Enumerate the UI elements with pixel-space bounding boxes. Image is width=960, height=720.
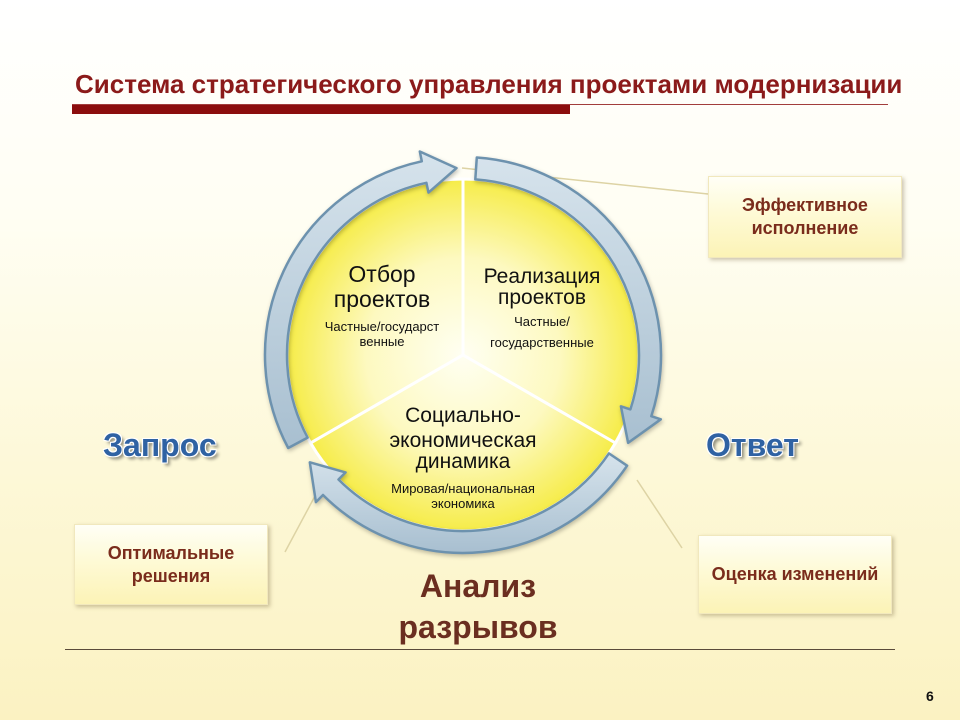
sector-selection-title-line: проектов: [334, 286, 430, 312]
title-underline: [72, 104, 888, 105]
sector-dynamics-text: Социально- экономическая динамика Мирова…: [389, 404, 536, 511]
cycle-arrow-right: [474, 156, 663, 445]
sector-implementation-title-line: Реализация: [484, 265, 601, 288]
sector-selection-title-line: Отбор: [348, 261, 415, 287]
gap-analysis-line: разрывов: [398, 609, 558, 645]
page-number: 6: [926, 688, 934, 704]
change-assessment-box: Оценка изменений: [698, 535, 892, 614]
sector-dynamics-title-line: экономическая: [389, 429, 536, 452]
optimal-solutions-line: решения: [131, 565, 211, 586]
sector-dynamics-title-line: динамика: [416, 450, 511, 473]
sector-implementation-note-line: государственные: [490, 335, 594, 350]
cycle-arrow-bottom: [308, 452, 629, 555]
cycle-arrows: [263, 150, 663, 555]
sector-selection-text: Отбор проектов Частные/государст венные: [325, 261, 440, 349]
sector-implementation-note-line: Частные/: [514, 314, 570, 329]
sector-selection-note-line: венные: [360, 334, 405, 349]
gap-analysis-line: Анализ: [419, 568, 537, 604]
sector-implementation-title-line: проектов: [498, 286, 586, 309]
sector-dynamics-note-line: Мировая/национальная: [391, 481, 535, 496]
optimal-solutions-box: Оптимальные решения: [74, 524, 268, 605]
sector-implementation-text: Реализация проектов Частные/ государстве…: [484, 265, 601, 350]
response-label: Ответ: [706, 427, 799, 463]
sector-dynamics-note-line: экономика: [431, 496, 495, 511]
optimal-solutions-line: Оптимальные: [107, 542, 235, 563]
sector-selection-note-line: Частные/государст: [325, 319, 440, 334]
request-label: Запрос: [103, 427, 217, 463]
connector-assessment: [636, 479, 683, 549]
footer-divider: [65, 649, 895, 650]
sector-dynamics-title-line: Социально-: [405, 404, 521, 427]
effective-execution-line: исполнение: [751, 218, 859, 238]
change-assessment-line: Оценка изменений: [711, 564, 879, 584]
effective-execution-box: Эффективное исполнение: [708, 176, 902, 258]
effective-execution-line: Эффективное: [742, 195, 868, 215]
title-bar: [72, 105, 570, 114]
cycle-arrow-left: [263, 150, 458, 450]
gap-analysis-label: Анализ разрывов: [378, 566, 578, 648]
slide-title: Система стратегического управления проек…: [75, 69, 903, 99]
